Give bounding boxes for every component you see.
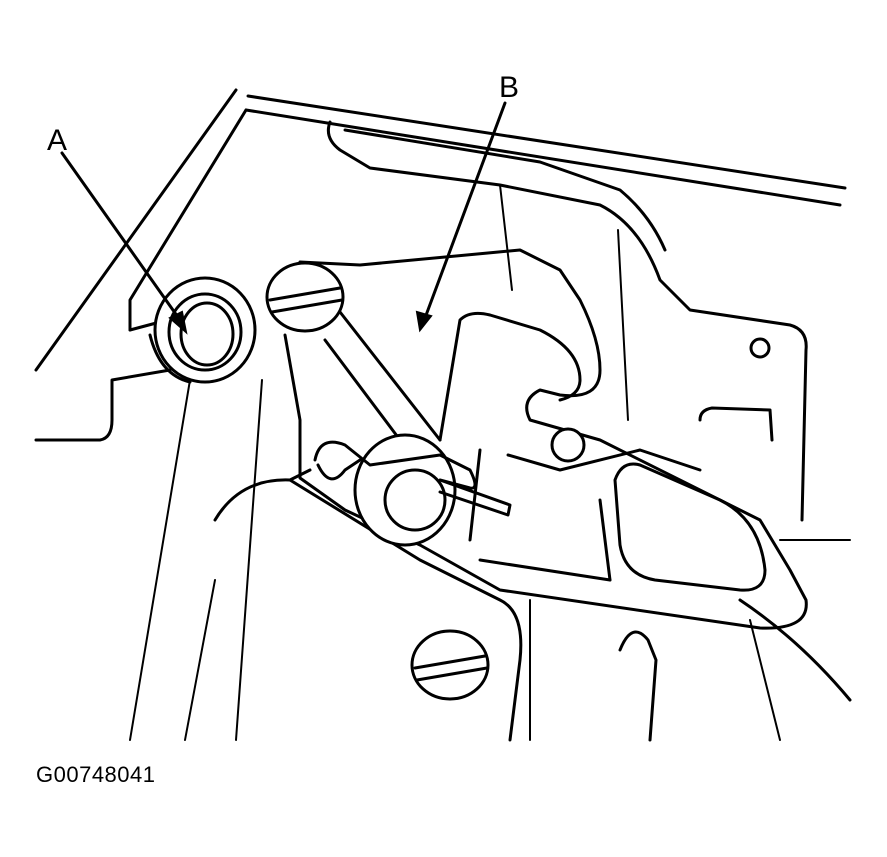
lower-housing — [213, 468, 852, 742]
small-pin — [550, 427, 586, 463]
callout-label-a: A — [47, 124, 68, 157]
leader-arrows — [60, 101, 507, 335]
housing-outline — [34, 88, 847, 741]
upper-rail — [326, 120, 808, 522]
bushing-a — [148, 276, 257, 384]
top-screw — [265, 261, 345, 333]
lever-plate — [283, 248, 808, 630]
bottom-screw — [410, 629, 490, 701]
callout-label-b: B — [499, 71, 520, 104]
pivot-pin — [313, 433, 512, 547]
figure-code: G00748041 — [36, 762, 156, 787]
